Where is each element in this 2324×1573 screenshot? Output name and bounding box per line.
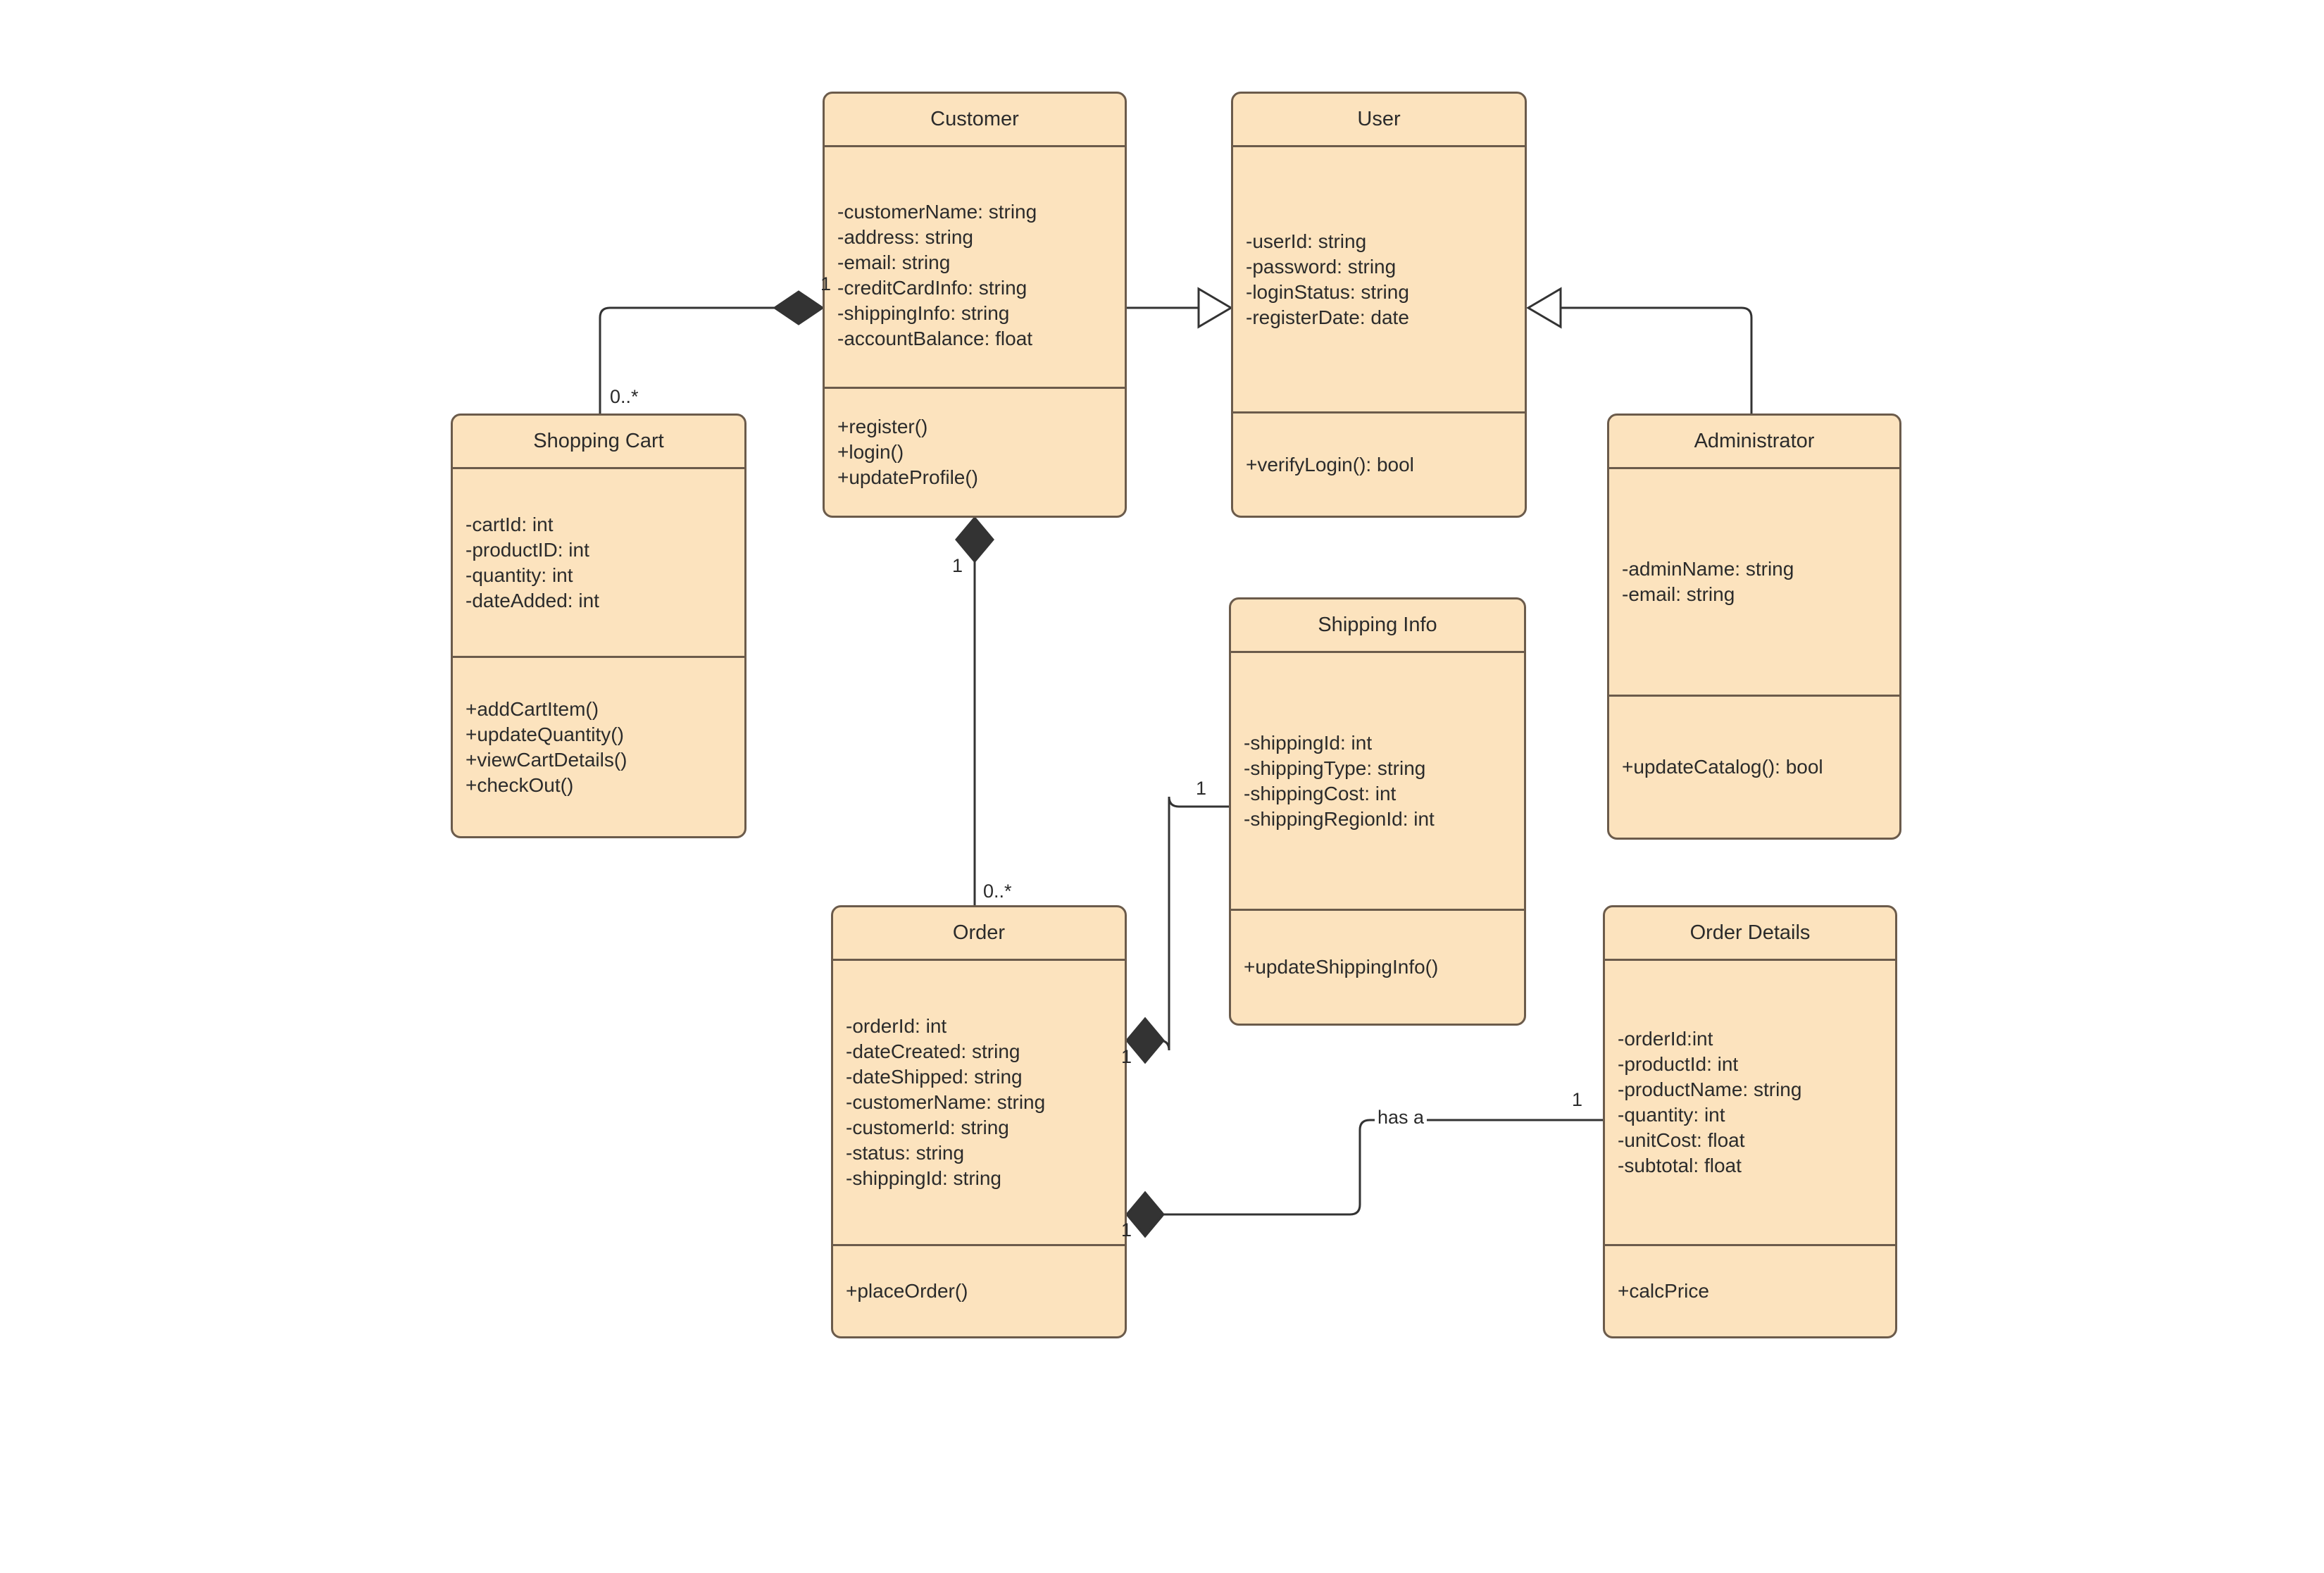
attribute-row: -creditCardInfo: string	[837, 277, 1027, 299]
attribute-row: -quantity: int	[1618, 1104, 1725, 1126]
class-attributes: -orderId:int -productId: int -productNam…	[1605, 961, 1895, 1246]
operation-row: +register()	[837, 416, 928, 437]
operation-row: +updateQuantity()	[466, 723, 624, 745]
edge-administrator-user	[1526, 287, 1753, 414]
multiplicity-order-details-left-one: 1	[1121, 1219, 1132, 1241]
class-attributes: -adminName: string -email: string	[1609, 469, 1899, 697]
attribute-row: -accountBalance: float	[837, 328, 1033, 349]
attribute-row: -productID: int	[466, 538, 589, 561]
class-attributes: -shippingId: int -shippingType: string -…	[1231, 653, 1524, 911]
attribute-row: -email: string	[837, 251, 951, 273]
attribute-row: -cartId: int	[466, 513, 554, 535]
multiplicity-order-details-right-one: 1	[1572, 1089, 1583, 1110]
attribute-row: -orderId:int	[1618, 1028, 1713, 1050]
uml-class-customer[interactable]: Customer -customerName: string -address:…	[823, 92, 1127, 518]
multiplicity-customer-order-one: 1	[952, 555, 963, 576]
attribute-row: -subtotal: float	[1618, 1155, 1742, 1176]
attribute-row: -loginStatus: string	[1246, 280, 1409, 303]
uml-class-order-details[interactable]: Order Details -orderId:int -productId: i…	[1603, 905, 1897, 1338]
relationship-label-has-a: has a	[1375, 1108, 1427, 1127]
operation-row: +verifyLogin(): bool	[1246, 453, 1414, 475]
edge-customer-user	[1127, 287, 1233, 329]
attribute-row: -shippingInfo: string	[837, 302, 1010, 324]
attribute-row: -email: string	[1622, 583, 1735, 605]
attribute-row: -shippingRegionId: int	[1244, 807, 1435, 830]
composition-diamond-icon	[1125, 1190, 1165, 1238]
class-operations: +updateShippingInfo()	[1231, 911, 1524, 1024]
attribute-row: -shippingId: int	[1244, 731, 1373, 754]
attribute-row: -quantity: int	[466, 564, 573, 586]
attribute-row: -registerDate: date	[1246, 306, 1409, 328]
class-title: Customer	[825, 94, 1125, 147]
attribute-row: -unitCost: float	[1618, 1129, 1745, 1151]
class-operations: +updateCatalog(): bool	[1609, 697, 1899, 838]
multiplicity-customer-cart-one: 1	[820, 273, 832, 294]
multiplicity-shipping-one: 1	[1196, 778, 1207, 799]
operation-row: +placeOrder()	[846, 1280, 968, 1302]
attribute-row: -orderId: int	[846, 1015, 947, 1037]
generalization-triangle-icon	[1526, 287, 1562, 329]
class-attributes: -orderId: int -dateCreated: string -date…	[833, 961, 1125, 1246]
class-title: Order	[833, 907, 1125, 961]
attribute-row: -dateCreated: string	[846, 1040, 1020, 1062]
multiplicity-order-shipping-one: 1	[1121, 1046, 1132, 1067]
operation-row: +checkOut()	[466, 773, 574, 796]
attribute-row: -productName: string	[1618, 1078, 1802, 1100]
attribute-row: -shippingType: string	[1244, 757, 1426, 779]
attribute-row: -customerId: string	[846, 1117, 1009, 1138]
class-title: Shopping Cart	[453, 416, 744, 469]
edge-order-order-details	[1125, 1119, 1603, 1238]
class-operations: +verifyLogin(): bool	[1233, 414, 1525, 516]
uml-class-order[interactable]: Order -orderId: int -dateCreated: string…	[831, 905, 1127, 1338]
uml-class-shipping-info[interactable]: Shipping Info -shippingId: int -shipping…	[1229, 597, 1526, 1026]
class-title: Order Details	[1605, 907, 1895, 961]
attribute-row: -dateAdded: int	[466, 589, 599, 611]
attribute-row: -password: string	[1246, 255, 1397, 278]
attribute-row: -customerName: string	[846, 1091, 1046, 1113]
composition-diamond-icon	[1125, 1016, 1165, 1064]
class-operations: +addCartItem() +updateQuantity() +viewCa…	[453, 658, 744, 836]
class-title: Administrator	[1609, 416, 1899, 469]
edge-order-shipping-info	[1125, 796, 1229, 1064]
attribute-row: -dateShipped: string	[846, 1066, 1023, 1088]
class-attributes: -customerName: string -address: string -…	[825, 147, 1125, 389]
operation-row: +login()	[837, 441, 904, 463]
operation-row: +viewCartDetails()	[466, 748, 627, 771]
attribute-row: -status: string	[846, 1142, 965, 1164]
attribute-row: -adminName: string	[1622, 558, 1794, 580]
multiplicity-cart-many: 0..*	[610, 386, 639, 407]
operation-row: +calcPrice	[1618, 1280, 1709, 1302]
attribute-row: -address: string	[837, 226, 973, 248]
uml-class-shopping-cart[interactable]: Shopping Cart -cartId: int -productID: i…	[451, 414, 746, 838]
operation-row: +updateCatalog(): bool	[1622, 756, 1823, 778]
multiplicity-order-many: 0..*	[983, 881, 1012, 902]
uml-class-user[interactable]: User -userId: string -password: string -…	[1231, 92, 1527, 518]
attribute-row: -userId: string	[1246, 230, 1367, 252]
class-title: User	[1233, 94, 1525, 147]
class-operations: +calcPrice	[1605, 1246, 1895, 1336]
class-attributes: -userId: string -password: string -login…	[1233, 147, 1525, 414]
class-title: Shipping Info	[1231, 599, 1524, 653]
class-operations: +register() +login() +updateProfile()	[825, 389, 1125, 516]
class-attributes: -cartId: int -productID: int -quantity: …	[453, 469, 744, 658]
generalization-triangle-icon	[1197, 287, 1233, 329]
operation-row: +updateShippingInfo()	[1244, 956, 1439, 978]
attribute-row: -shippingId: string	[846, 1167, 1002, 1189]
uml-class-administrator[interactable]: Administrator -adminName: string -email:…	[1607, 414, 1901, 840]
composition-diamond-icon	[773, 290, 825, 325]
attribute-row: -customerName: string	[837, 201, 1037, 223]
operation-row: +updateProfile()	[837, 466, 979, 488]
attribute-row: -shippingCost: int	[1244, 782, 1397, 804]
operation-row: +addCartItem()	[466, 697, 599, 720]
class-operations: +placeOrder()	[833, 1246, 1125, 1336]
attribute-row: -productId: int	[1618, 1053, 1739, 1075]
